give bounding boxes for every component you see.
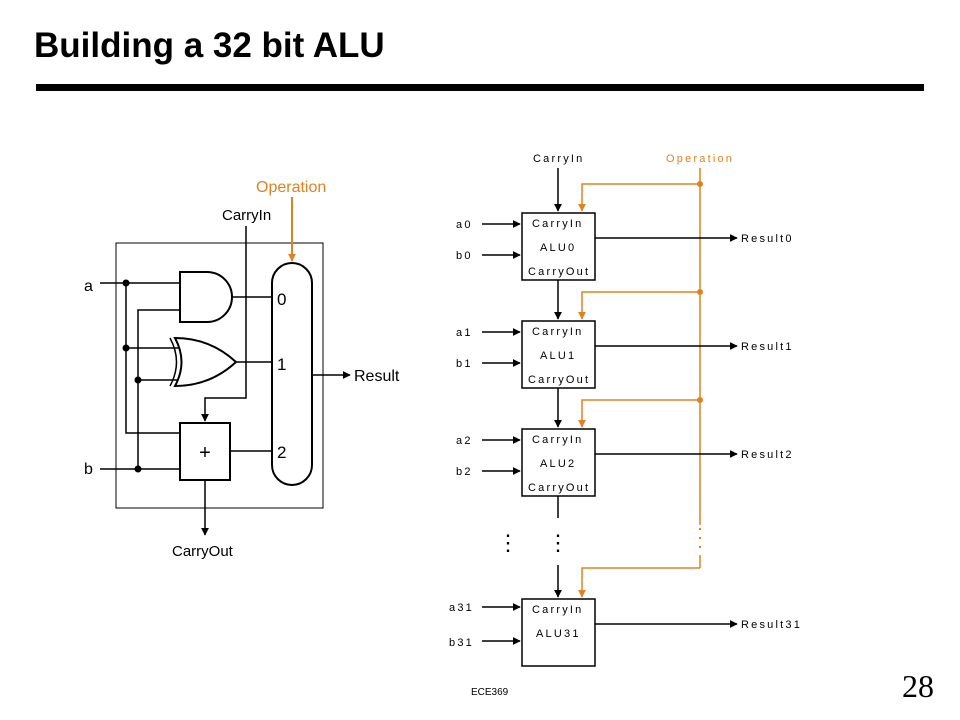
block-input-b: b2	[456, 466, 473, 478]
block-name: ALU1	[540, 350, 576, 362]
alu-block-2: CarryIn ALU2 CarryOut a2 b2 Result2	[456, 428, 794, 497]
block-result-label: Result0	[741, 233, 794, 245]
top-operation-label: Operation	[666, 153, 734, 165]
inputs-ellipsis: ⋮	[497, 530, 519, 555]
top-carry-in-label: CarryIn	[533, 153, 584, 165]
result-label: Result	[354, 368, 400, 385]
block-carry-in-label: CarryIn	[532, 604, 583, 616]
block-input-a: a31	[449, 602, 474, 614]
block-carry-in-label: CarryIn	[532, 218, 583, 230]
block-carry-in-label: CarryIn	[532, 434, 583, 446]
operation-junction	[697, 289, 703, 295]
alu-block-31: CarryIn ALU31 a31 b31 Result31	[449, 598, 802, 667]
mux-input-2: 2	[277, 443, 286, 462]
block-name: ALU2	[540, 458, 576, 470]
block-input-a: a2	[456, 435, 473, 447]
block-input-a: a1	[456, 327, 473, 339]
block-name: ALU31	[536, 628, 581, 640]
junction-dot	[134, 465, 142, 473]
and-gate	[179, 271, 233, 323]
b-wire-to-and	[137, 309, 180, 380]
operation-junction	[697, 181, 703, 187]
operation-tap-alu1	[578, 291, 700, 320]
input-a-label: a	[84, 278, 93, 295]
block-input-b: b0	[456, 250, 473, 262]
block-result-label: Result2	[741, 449, 794, 461]
multiplexer	[271, 262, 313, 486]
alu-block-frame	[521, 598, 596, 667]
block-input-b: b31	[449, 637, 474, 649]
adder-symbol: +	[199, 442, 211, 464]
junction-dot	[134, 376, 142, 384]
junction-dot	[122, 279, 130, 287]
footer-course-code: ECE369	[471, 687, 509, 698]
alu-block-frame	[521, 212, 596, 281]
block-result-label: Result31	[741, 619, 802, 631]
mux-input-0: 0	[277, 290, 286, 309]
or-gate	[173, 336, 238, 388]
or-gate-input-arc	[169, 337, 178, 387]
input-b-label: b	[84, 461, 93, 478]
junction-dot	[122, 344, 130, 352]
carry-out-label: CarryOut	[172, 543, 234, 560]
operation-junction	[697, 397, 703, 403]
a-wire-to-adder	[125, 348, 180, 434]
block-input-a: a0	[456, 219, 473, 231]
mux-input-1: 1	[277, 355, 286, 374]
a-wire-to-or	[125, 283, 180, 349]
b-wire-to-or	[137, 379, 180, 469]
operation-tap-alu2	[578, 399, 700, 428]
one-bit-alu: Operation CarryIn a b + 0	[84, 179, 400, 560]
block-carry-out-label: CarryOut	[528, 482, 590, 494]
block-name: ALU0	[540, 242, 576, 254]
block-input-b: b1	[456, 358, 473, 370]
carry-in-wire	[201, 226, 247, 422]
block-carry-out-label: CarryOut	[528, 374, 590, 386]
operation-tap-alu0	[578, 183, 700, 212]
operation-tap-alu31	[578, 567, 700, 598]
slide-title: Building a 32 bit ALU	[34, 26, 385, 65]
carry-ellipsis: ⋮	[547, 530, 569, 555]
carry-in-label: CarryIn	[222, 207, 271, 224]
alu-block-1: CarryIn ALU1 CarryOut a1 b1 Result1	[456, 320, 794, 389]
ripple-carry-alu: CarryIn Operation CarryIn ALU0 CarryOut …	[449, 153, 802, 667]
block-carry-in-label: CarryIn	[532, 326, 583, 338]
block-result-label: Result1	[741, 341, 794, 353]
block-carry-out-label: CarryOut	[528, 266, 590, 278]
page-number: 28	[902, 668, 934, 704]
alu-block-0: CarryIn ALU0 CarryOut a0 b0 Result0	[456, 212, 794, 281]
operation-label: Operation	[256, 179, 326, 196]
title-divider	[36, 84, 924, 91]
